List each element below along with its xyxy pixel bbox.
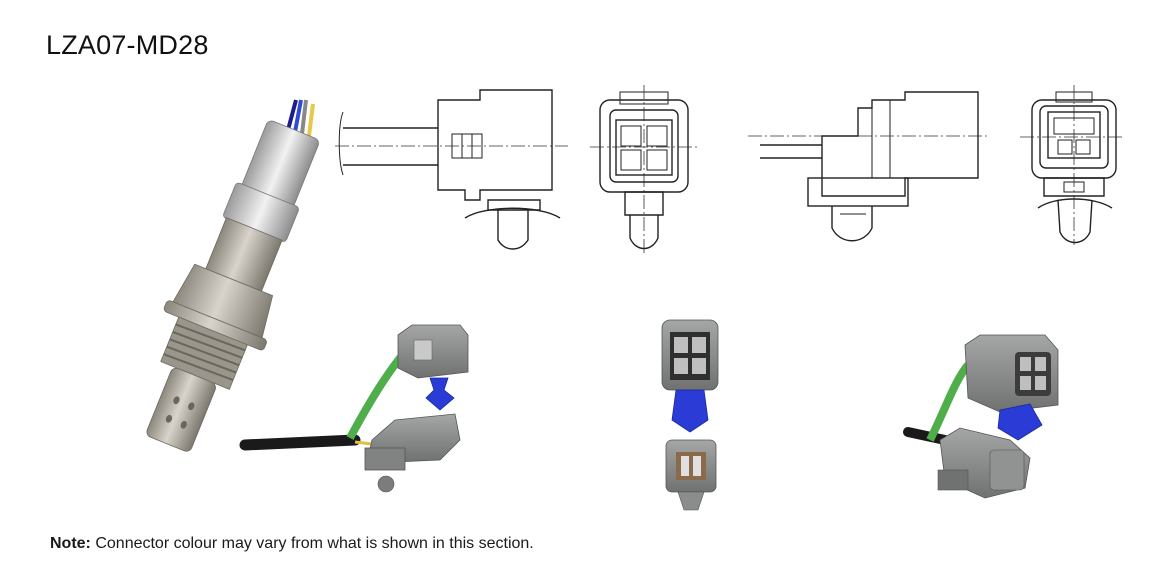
- connector-colour-note: Note: Connector colour may vary from wha…: [50, 535, 534, 553]
- connector-male-photo-3: [964, 334, 1059, 441]
- connector-male-photo: [397, 324, 469, 411]
- note-label: Note:: [50, 535, 91, 552]
- sensor-wires: [286, 99, 315, 137]
- part-number-title: LZA07-MD28: [46, 30, 209, 60]
- connector-front-photo-bottom: [665, 439, 717, 511]
- harness-photo-2: [661, 319, 719, 511]
- harness-photo-1: [239, 324, 469, 493]
- oxygen-sensor-image: [146, 99, 319, 452]
- connector-drawing-2-front: [1020, 85, 1125, 245]
- connector-drawing-1-side: [335, 89, 568, 250]
- connector-female-photo-3: [937, 427, 1031, 499]
- connector-female-photo: [364, 413, 461, 493]
- sensor-thread: [160, 316, 248, 390]
- connector-drawing-1-front: [590, 85, 700, 255]
- harness-photo-3: [903, 334, 1059, 499]
- note-text: Connector colour may vary from what is s…: [90, 535, 534, 552]
- connector-drawing-2-side: [748, 91, 990, 242]
- sensor-body: [146, 120, 319, 452]
- connector-front-photo-top: [661, 319, 719, 433]
